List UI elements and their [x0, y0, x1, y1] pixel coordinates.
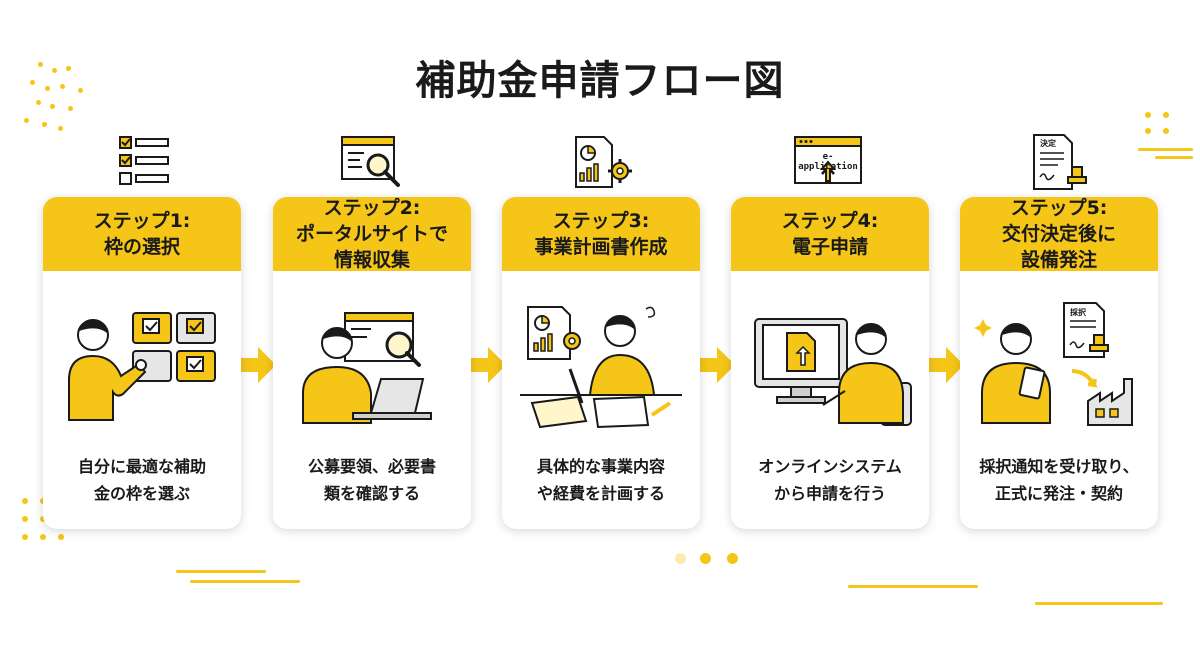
person-ordering-equipment-illustration: 採択	[960, 295, 1158, 445]
e-application-label: e-application	[798, 152, 858, 172]
step-description-line: 採択通知を受け取り、	[979, 457, 1139, 476]
step-number: ステップ4:	[781, 210, 879, 232]
step-description-line: 金の枠を選ぶ	[93, 484, 190, 503]
step-heading: ステップ2: ポータルサイトで 情報収集	[273, 197, 471, 271]
decision-label: 決定	[1040, 139, 1056, 148]
step-card-1: ステップ1: 枠の選択 自分に最適な補助 金の枠を選ぶ	[43, 197, 241, 529]
step-card-4: ステップ4: 電子申請 オンラインシステム から申請を行う	[731, 197, 929, 529]
step-title-line: 交付決定後に	[1001, 223, 1116, 245]
step-title-line: ポータルサイトで	[295, 223, 448, 245]
step-number: ステップ2:	[323, 197, 421, 219]
step-number: ステップ5:	[1010, 197, 1108, 219]
step-description-line: 自分に最適な補助	[77, 457, 206, 476]
step-title-line: 電子申請	[791, 236, 868, 258]
step-card-3: ステップ3: 事業計画書作成 具体的な事業内容 や経費を計画する	[502, 197, 700, 529]
step-heading: ステップ1: 枠の選択	[43, 197, 241, 271]
step-description-line: や経費を計画する	[536, 484, 665, 503]
step-description-line: オンラインシステム	[758, 457, 902, 476]
step-description: 採択通知を受け取り、 正式に発注・契約	[968, 453, 1150, 507]
step-description-line: 類を確認する	[323, 484, 420, 503]
step-number: ステップ3:	[552, 210, 650, 232]
step-description: 公募要領、必要書 類を確認する	[281, 453, 463, 507]
flow-arrow-4	[922, 345, 966, 385]
step-card-2: ステップ2: ポータルサイトで 情報収集 公募要領、必要書 類を確認する	[273, 197, 471, 529]
decision-document-icon: 決定	[1028, 133, 1098, 193]
person-using-laptop-illustration	[273, 295, 471, 445]
step-title-line: 事業計画書作成	[534, 236, 668, 258]
step-description: 自分に最適な補助 金の枠を選ぶ	[51, 453, 233, 507]
e-application-icon: e-application	[793, 133, 865, 193]
step-description: オンラインシステム から申請を行う	[739, 453, 921, 507]
step-description-line: 公募要領、必要書	[307, 457, 436, 476]
step-number: ステップ1:	[93, 210, 191, 232]
step-title-line: 設備発注	[1020, 249, 1097, 271]
step-title-line: 情報収集	[333, 249, 410, 271]
step-description-line: 具体的な事業内容	[536, 457, 665, 476]
checklist-icon	[110, 133, 180, 193]
flow-arrow-2	[464, 345, 508, 385]
step-heading: ステップ5: 交付決定後に 設備発注	[960, 197, 1158, 271]
step-heading: ステップ3: 事業計画書作成	[502, 197, 700, 271]
flow-arrow-3	[693, 345, 737, 385]
web-search-icon	[338, 133, 408, 193]
person-at-computer-illustration	[731, 295, 929, 445]
flow-arrow-1	[234, 345, 278, 385]
adoption-label: 採択	[1070, 308, 1086, 317]
step-description-line: から申請を行う	[773, 484, 886, 503]
step-heading: ステップ4: 電子申請	[731, 197, 929, 271]
step-card-5: ステップ5: 交付決定後に 設備発注 採択 採択通知を受け取り、 正式に発注・契…	[960, 197, 1158, 529]
step-description: 具体的な事業内容 や経費を計画する	[510, 453, 692, 507]
person-choosing-options-illustration	[43, 295, 241, 445]
step-description-line: 正式に発注・契約	[994, 484, 1123, 503]
step-title-line: 枠の選択	[103, 236, 180, 258]
report-chart-icon	[570, 133, 640, 193]
page-title: 補助金申請フロー図	[415, 58, 785, 104]
person-writing-plan-illustration	[502, 295, 700, 445]
